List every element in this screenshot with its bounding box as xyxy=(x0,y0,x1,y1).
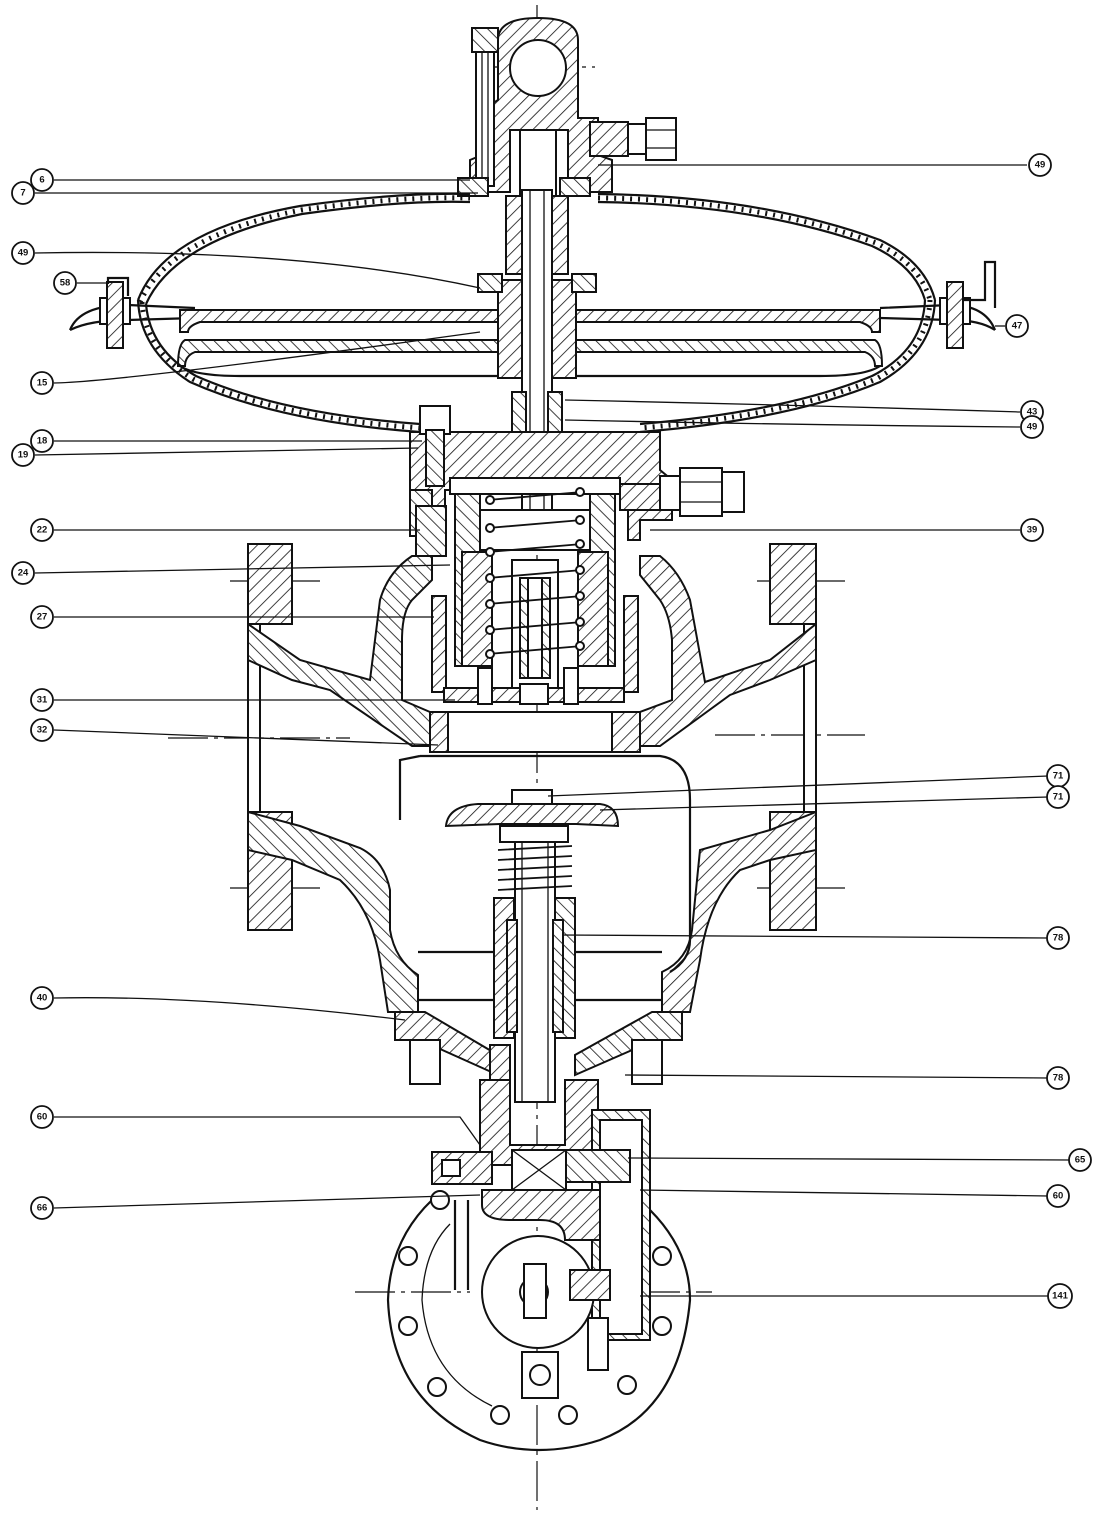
callout-58: 58 xyxy=(53,271,77,295)
svg-text:40: 40 xyxy=(37,993,48,1004)
callout-49-left: 49 xyxy=(11,241,35,265)
callout-71-bottom: 71 xyxy=(1046,785,1070,809)
callout-31: 31 xyxy=(30,688,54,712)
svg-text:19: 19 xyxy=(18,450,29,461)
svg-text:27: 27 xyxy=(37,612,48,623)
callout-78-bottom: 78 xyxy=(1046,1066,1070,1090)
callout-60-left: 60 xyxy=(30,1105,54,1129)
spring-cartridge xyxy=(431,493,639,705)
svg-text:141: 141 xyxy=(1052,1291,1069,1302)
callout-47: 47 xyxy=(1005,314,1029,338)
callout-66: 66 xyxy=(30,1196,54,1220)
callout-6: 6 xyxy=(30,168,54,192)
callout-39: 39 xyxy=(1020,518,1044,542)
svg-text:31: 31 xyxy=(37,695,48,706)
svg-text:47: 47 xyxy=(1012,321,1023,332)
callout-32: 32 xyxy=(30,718,54,742)
svg-text:22: 22 xyxy=(37,525,48,536)
diaphragm-upper-dome xyxy=(136,192,937,305)
svg-text:78: 78 xyxy=(1053,933,1064,944)
diaphragm-plates xyxy=(136,299,937,434)
svg-text:60: 60 xyxy=(37,1112,48,1123)
svg-text:66: 66 xyxy=(37,1203,48,1214)
actuator-top-housing xyxy=(457,16,677,201)
callout-24: 24 xyxy=(11,561,35,585)
svg-text:32: 32 xyxy=(37,725,48,736)
svg-text:71: 71 xyxy=(1053,771,1064,782)
callout-65: 65 xyxy=(1068,1148,1092,1172)
svg-text:71: 71 xyxy=(1053,792,1064,803)
callout-15: 15 xyxy=(30,371,54,395)
callout-71-top: 71 xyxy=(1046,764,1070,788)
bonnet-housing xyxy=(409,405,745,557)
svg-text:43: 43 xyxy=(1027,407,1038,418)
leader-lines xyxy=(34,164,1071,1297)
diaphragm-flanges xyxy=(68,260,997,349)
spring-coils xyxy=(485,487,585,659)
callout-49-mid: 49 xyxy=(1020,415,1044,439)
callout-78-top: 78 xyxy=(1046,926,1070,950)
svg-text:58: 58 xyxy=(60,278,71,289)
svg-text:49: 49 xyxy=(1035,160,1046,171)
svg-text:78: 78 xyxy=(1053,1073,1064,1084)
svg-text:18: 18 xyxy=(37,436,48,447)
svg-text:7: 7 xyxy=(20,188,25,199)
svg-text:24: 24 xyxy=(18,568,29,579)
svg-text:39: 39 xyxy=(1027,525,1038,536)
valve-disc xyxy=(444,789,620,1103)
svg-text:65: 65 xyxy=(1075,1155,1086,1166)
callout-19: 19 xyxy=(11,443,35,467)
pilot-housing xyxy=(431,1109,651,1399)
svg-text:49: 49 xyxy=(18,248,29,259)
pilot-flange-circle xyxy=(386,1190,692,1452)
svg-text:15: 15 xyxy=(37,378,48,389)
callout-7: 7 xyxy=(11,181,35,205)
svg-text:6: 6 xyxy=(39,175,44,186)
valve-body xyxy=(247,543,817,1013)
callout-27: 27 xyxy=(30,605,54,629)
callout-60-right: 60 xyxy=(1046,1184,1070,1208)
callout-22: 22 xyxy=(30,518,54,542)
callout-40: 40 xyxy=(30,986,54,1010)
callout-18: 18 xyxy=(30,429,54,453)
callout-141: 141 xyxy=(1047,1283,1073,1309)
callout-49-top: 49 xyxy=(1028,153,1052,177)
svg-text:60: 60 xyxy=(1053,1191,1064,1202)
svg-text:49: 49 xyxy=(1027,422,1038,433)
